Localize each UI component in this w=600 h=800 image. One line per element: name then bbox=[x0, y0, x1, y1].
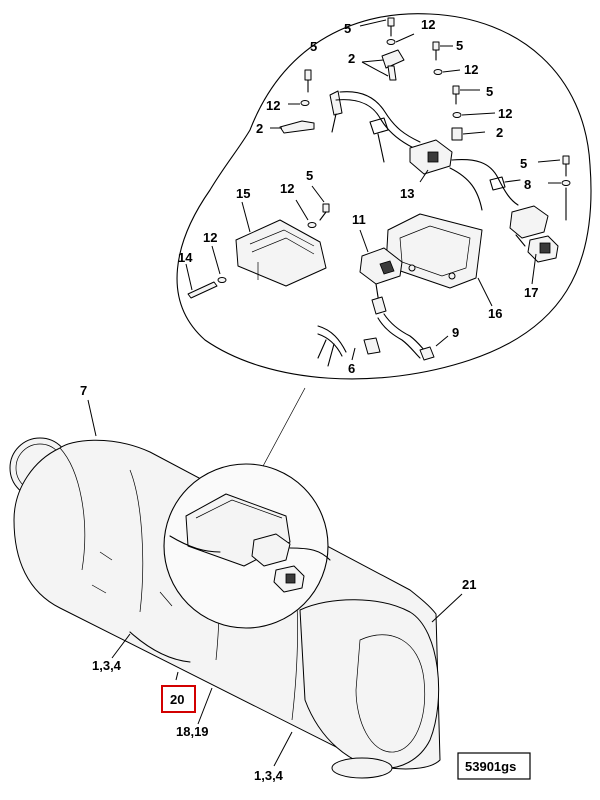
label-2: 2 bbox=[348, 51, 355, 66]
tube-part-9 bbox=[371, 296, 449, 361]
screw-part-14 bbox=[185, 245, 227, 299]
label-9: 9 bbox=[452, 325, 459, 340]
label-13: 13 bbox=[400, 186, 414, 201]
label-5: 5 bbox=[456, 38, 463, 53]
label-18-19: 18,19 bbox=[176, 724, 209, 739]
strap-part-1-3-4 bbox=[129, 631, 191, 663]
label-12: 12 bbox=[498, 106, 512, 121]
callout-labels: 5 12 2 5 5 12 12 5 12 2 2 5 8 13 15 12 5… bbox=[80, 17, 538, 783]
label-15: 15 bbox=[236, 186, 250, 201]
label-2: 2 bbox=[496, 125, 503, 140]
label-5: 5 bbox=[310, 39, 317, 54]
label-20: 20 bbox=[170, 692, 184, 707]
label-14: 14 bbox=[178, 250, 193, 265]
label-6: 6 bbox=[348, 361, 355, 376]
label-12: 12 bbox=[203, 230, 217, 245]
connector-part-17 bbox=[509, 205, 559, 285]
label-5: 5 bbox=[520, 156, 527, 171]
sensor-left bbox=[270, 69, 343, 134]
screw-part-5-right-b bbox=[451, 85, 496, 141]
drawing-id-text: 53901gs bbox=[465, 759, 516, 774]
bracket-part-16 bbox=[385, 213, 493, 307]
screw-part-5-8-right bbox=[537, 155, 571, 221]
label-21: 21 bbox=[462, 577, 476, 592]
label-16: 16 bbox=[488, 306, 502, 321]
tube-part-6 bbox=[317, 325, 381, 367]
label-5: 5 bbox=[306, 168, 313, 183]
label-12: 12 bbox=[280, 181, 294, 196]
bracket-part-2-top bbox=[361, 49, 405, 81]
wire-harness-top bbox=[339, 91, 421, 143]
balloon-connector bbox=[261, 387, 306, 469]
magnified-view-circle bbox=[163, 463, 331, 629]
label-1-3-4: 1,3,4 bbox=[92, 658, 122, 673]
connector-part-13 bbox=[409, 139, 453, 183]
heat-shield-part-15 bbox=[235, 201, 327, 287]
drawing-id-tag: 53901gs bbox=[457, 752, 531, 780]
label-17: 17 bbox=[524, 285, 538, 300]
screw-part-5-12-middle bbox=[295, 185, 330, 228]
label-2: 2 bbox=[256, 121, 263, 136]
detail-balloon bbox=[176, 13, 592, 380]
highlight-box-20 bbox=[161, 685, 196, 713]
label-1-3-4: 1,3,4 bbox=[254, 768, 284, 783]
screw-part-5-right-a bbox=[432, 41, 461, 75]
label-12: 12 bbox=[464, 62, 478, 77]
label-8: 8 bbox=[524, 177, 531, 192]
screw-part-5-top bbox=[359, 17, 415, 45]
sensor-module-part-11 bbox=[359, 229, 403, 311]
label-11: 11 bbox=[352, 212, 366, 227]
label-7: 7 bbox=[80, 383, 87, 398]
outlet-cone-part-21 bbox=[299, 593, 463, 779]
label-12: 12 bbox=[421, 17, 435, 32]
label-5: 5 bbox=[486, 84, 493, 99]
label-5: 5 bbox=[344, 21, 351, 36]
label-12: 12 bbox=[266, 98, 280, 113]
